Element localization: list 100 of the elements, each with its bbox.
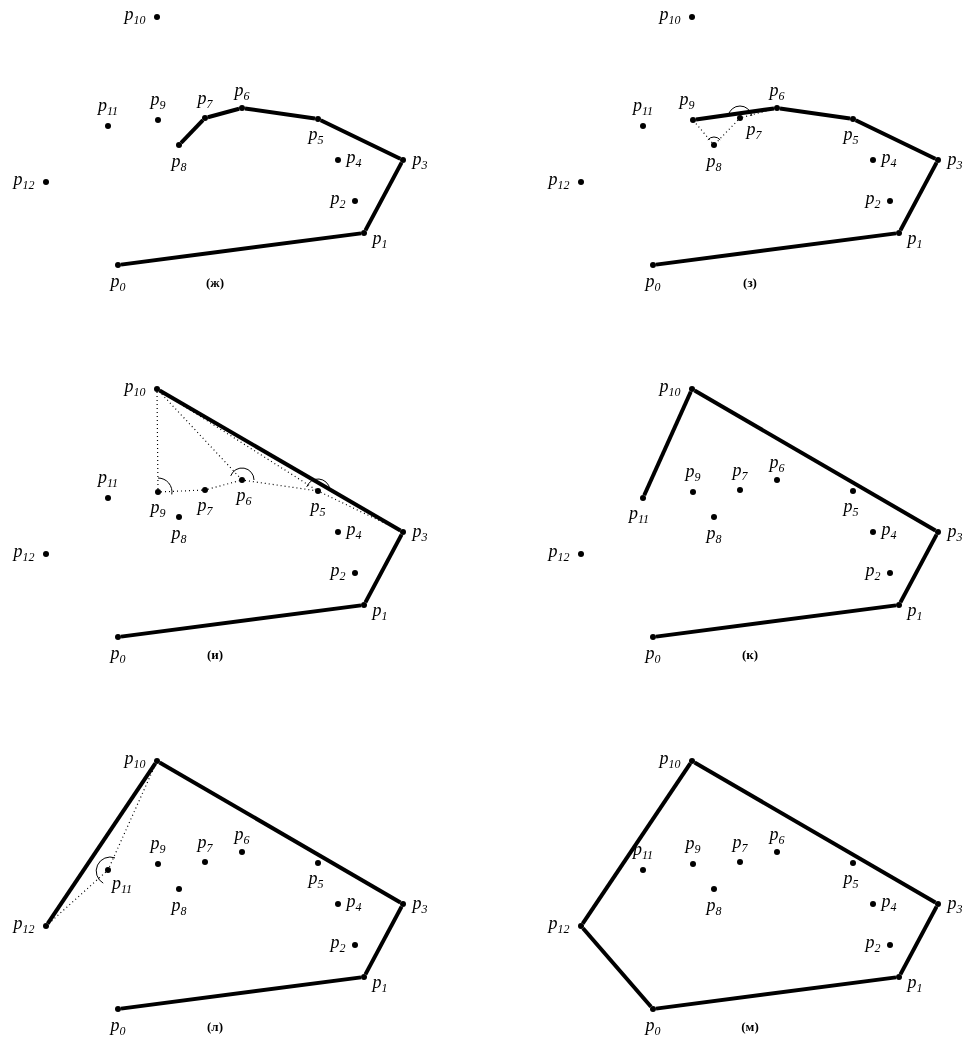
hull-segment <box>655 975 897 1011</box>
panel-caption: (и) <box>206 647 224 663</box>
point-label: p$_{4}$ <box>881 891 897 917</box>
hull-segment <box>655 603 897 639</box>
point-dot <box>896 602 902 608</box>
point-label: p$_{1}$ <box>907 228 923 254</box>
point-label: p$_{10}$ <box>124 4 146 30</box>
point-label: p$_{7}$ <box>732 460 748 486</box>
point-dot <box>774 477 780 483</box>
point-label: p$_{12}$ <box>548 913 570 939</box>
point-dot <box>154 386 160 392</box>
point-dot <box>202 859 208 865</box>
point-label: p$_{7}$ <box>197 832 213 858</box>
point-label: p$_{1}$ <box>372 600 388 626</box>
point-label: p$_{3}$ <box>412 893 428 919</box>
panel-caption: (л) <box>207 1019 223 1035</box>
point-dot <box>650 262 656 268</box>
point-label: p$_{0}$ <box>110 1015 126 1041</box>
point-label: p$_{1}$ <box>907 600 923 626</box>
point-dot <box>689 386 695 392</box>
point-label: p$_{2}$ <box>330 560 346 586</box>
point-dot <box>115 634 121 640</box>
point-label: p$_{8}$ <box>171 523 187 549</box>
point-label: p$_{3}$ <box>947 521 963 547</box>
point-label: p$_{12}$ <box>13 913 35 939</box>
point-label: p$_{9}$ <box>150 89 166 115</box>
point-dot <box>870 157 876 163</box>
point-label: p$_{9}$ <box>150 833 166 859</box>
hull-segment <box>207 106 240 120</box>
hull-segment <box>319 118 402 161</box>
point-dot <box>315 488 321 494</box>
hull-segment <box>898 161 939 232</box>
point-dot <box>935 529 941 535</box>
hull-segment <box>854 118 937 161</box>
point-label: p$_{4}$ <box>346 147 362 173</box>
point-label: p$_{12}$ <box>13 169 35 195</box>
point-dot <box>176 142 182 148</box>
point-dot <box>850 860 856 866</box>
hull-segment <box>120 231 362 267</box>
point-dot <box>115 262 121 268</box>
point-dot <box>640 495 646 501</box>
point-dot <box>335 157 341 163</box>
dotted-line <box>108 763 157 868</box>
point-label: p$_{4}$ <box>346 519 362 545</box>
point-label: p$_{11}$ <box>97 467 119 493</box>
hull-segment <box>581 926 653 1009</box>
hull-segment <box>158 388 402 533</box>
point-dot <box>361 974 367 980</box>
point-dot <box>896 974 902 980</box>
point-dot <box>155 861 161 867</box>
hull-segment <box>898 533 939 604</box>
point-dot <box>202 115 208 121</box>
point-dot <box>737 115 743 121</box>
point-label: p$_{8}$ <box>171 151 187 177</box>
point-label: p$_{5}$ <box>310 496 326 522</box>
point-dot <box>640 867 646 873</box>
point-label: p$_{5}$ <box>843 124 859 150</box>
hull-segment <box>363 533 404 604</box>
point-label: p$_{6}$ <box>236 485 252 511</box>
point-dot <box>935 157 941 163</box>
point-label: p$_{11}$ <box>111 873 133 899</box>
point-label: p$_{12}$ <box>548 541 570 567</box>
point-dot <box>400 901 406 907</box>
point-dot <box>239 849 245 855</box>
point-dot <box>176 886 182 892</box>
panel-caption: (з) <box>743 275 757 291</box>
panel-caption: (ж) <box>205 275 225 291</box>
point-dot <box>43 551 49 557</box>
point-dot <box>43 179 49 185</box>
point-label: p$_{4}$ <box>881 147 897 173</box>
point-dot <box>711 142 717 148</box>
hull-segment <box>695 106 775 122</box>
point-label: p$_{12}$ <box>548 169 570 195</box>
hull-segment <box>244 106 316 121</box>
point-dot <box>578 179 584 185</box>
point-label: p$_{12}$ <box>13 541 35 567</box>
point-label: p$_{8}$ <box>171 895 187 921</box>
point-dot <box>690 489 696 495</box>
point-label: p$_{3}$ <box>412 149 428 175</box>
point-label: p$_{1}$ <box>372 972 388 998</box>
hull-segment <box>120 975 362 1011</box>
point-dot <box>870 529 876 535</box>
point-dot <box>155 117 161 123</box>
point-dot <box>850 116 856 122</box>
point-dot <box>43 923 49 929</box>
point-label: p$_{5}$ <box>308 124 324 150</box>
point-dot <box>689 14 695 20</box>
point-dot <box>690 861 696 867</box>
point-dot <box>315 860 321 866</box>
point-label: p$_{8}$ <box>706 523 722 549</box>
hull-segment <box>655 231 897 267</box>
point-label: p$_{8}$ <box>706 151 722 177</box>
point-label: p$_{10}$ <box>124 748 146 774</box>
point-label: p$_{5}$ <box>843 496 859 522</box>
point-label: p$_{10}$ <box>659 748 681 774</box>
hull-segment <box>120 603 362 639</box>
point-label: p$_{11}$ <box>632 95 654 121</box>
point-label: p$_{9}$ <box>679 89 695 115</box>
point-dot <box>578 923 584 929</box>
hull-segment <box>179 118 205 145</box>
